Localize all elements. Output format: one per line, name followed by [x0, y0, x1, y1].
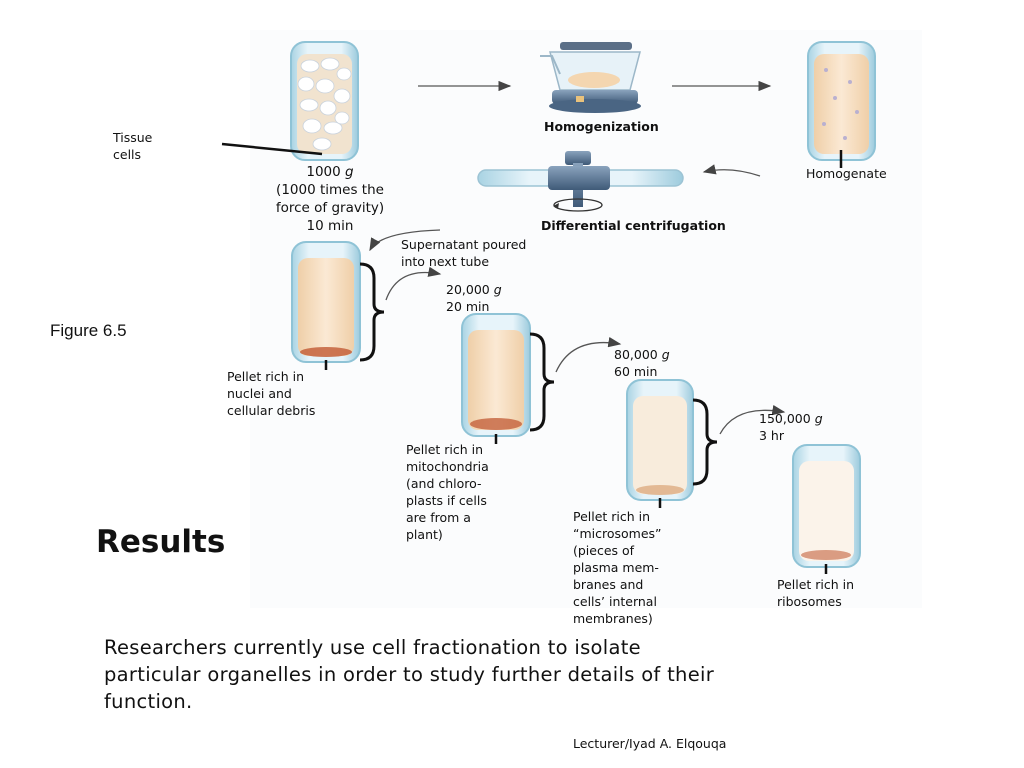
results-heading: Results [96, 524, 226, 560]
spin-3-label: 80,000 g 60 min [614, 346, 670, 380]
spin-3-unit: g [661, 347, 670, 362]
spin-2-speed: 20,000 [446, 282, 490, 297]
spin-1-speed: 1000 [306, 164, 341, 180]
body-text: Researchers currently use cell fractiona… [104, 636, 715, 713]
supernatant-bracket-2 [529, 332, 555, 432]
arrow-to-centrifuge [702, 164, 761, 177]
tube-150000g [792, 444, 861, 568]
spin-1-time: 10 min [306, 218, 354, 234]
tissue-cells-label: Tissue cells [113, 130, 153, 162]
arrow-to-tube-1 [369, 229, 441, 252]
spin-2-time: 20 min [446, 299, 490, 314]
differential-centrifugation-label: Differential centrifugation [541, 218, 726, 233]
spin-4-unit: g [814, 411, 823, 426]
spin-1-unit: g [345, 164, 354, 180]
pour-arrow-1 [385, 266, 442, 301]
tube-1000g [291, 241, 361, 363]
pellet-3-label: Pellet rich in “microsomes” (pieces of p… [573, 509, 662, 626]
spin-1-label: 1000 g (1000 times the force of gravity)… [266, 163, 394, 235]
homogenate-label: Homogenate [806, 166, 887, 181]
spin-2-label: 20,000 g 20 min [446, 281, 502, 315]
supernatant-bracket-3 [692, 398, 718, 486]
spin-4-label: 150,000 g 3 hr [759, 410, 823, 444]
figure-caption: Figure 6.5 [50, 321, 127, 340]
homogenization-label: Homogenization [544, 119, 659, 134]
pour-arrow-3 [719, 404, 786, 435]
tissue-cells-tube [290, 41, 359, 161]
tube-80000g [626, 379, 694, 501]
homogenate-tube [807, 41, 876, 161]
supernatant-bracket-1 [359, 262, 385, 362]
pour-arrow-2 [555, 336, 622, 373]
spin-3-speed: 80,000 [614, 347, 658, 362]
tube-20000g [461, 313, 531, 437]
spin-1-detail: (1000 times the force of gravity) [275, 182, 385, 216]
spin-4-time: 3 hr [759, 428, 784, 443]
tissue-pointer-line [221, 142, 323, 156]
pellet-4-label: Pellet rich in ribosomes [777, 577, 855, 609]
supernatant-label: Supernatant poured into next tube [401, 237, 527, 269]
spin-3-time: 60 min [614, 364, 658, 379]
pellet-1-label: Pellet rich in nuclei and cellular debri… [227, 369, 316, 418]
pellet-2-label: Pellet rich in mitochondria (and chloro-… [406, 442, 489, 542]
blender-icon [540, 42, 641, 113]
centrifuge-icon [477, 151, 684, 212]
spin-2-unit: g [493, 282, 502, 297]
footer-credit: Lecturer/Iyad A. Elqouqa [573, 736, 727, 751]
spin-4-speed: 150,000 [759, 411, 811, 426]
